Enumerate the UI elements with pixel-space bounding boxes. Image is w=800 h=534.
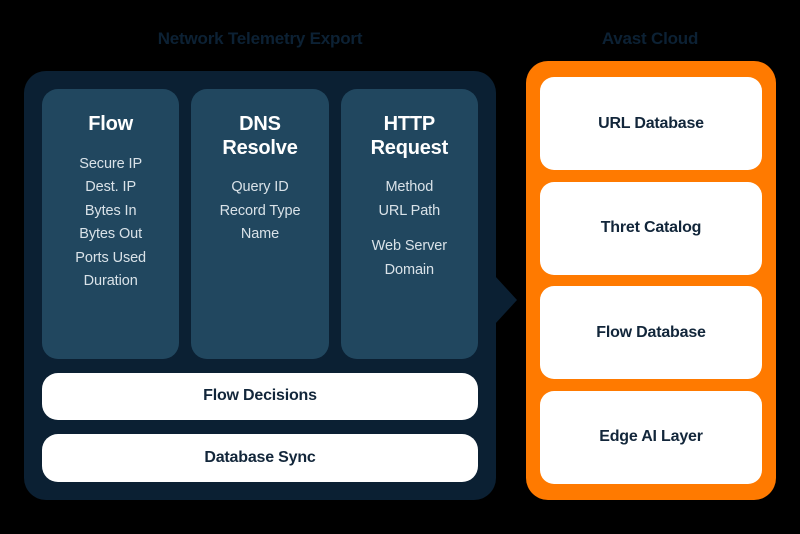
- telemetry-card-group: Flow Secure IP Dest. IP Bytes In Bytes O…: [42, 89, 478, 359]
- card-field: Secure IP: [79, 155, 143, 172]
- card-field: URL Path: [378, 202, 441, 219]
- card-field: Method: [385, 179, 434, 196]
- network-telemetry-export-panel: Flow Secure IP Dest. IP Bytes In Bytes O…: [24, 71, 496, 500]
- card-field: Bytes In: [84, 202, 137, 219]
- telemetry-card-dns-resolve[interactable]: DNS Resolve Query ID Record Type Name: [191, 89, 329, 359]
- card-field: Web Server Domain: [371, 238, 447, 278]
- card-title: Flow: [88, 113, 134, 135]
- card-title: DNS Resolve: [222, 113, 298, 159]
- action-bar-flow-decisions[interactable]: Flow Decisions: [42, 372, 478, 421]
- card-field: Query ID: [231, 179, 289, 196]
- card-field: Dest. IP: [85, 179, 137, 196]
- telemetry-card-http-request[interactable]: HTTP Request Method URL Path Web Server …: [340, 89, 478, 359]
- action-bar-database-sync[interactable]: Database Sync: [42, 434, 478, 482]
- card-field: Name: [240, 226, 280, 243]
- flow-arrow-icon: [495, 276, 517, 324]
- card-field: Ports Used: [75, 249, 147, 266]
- telemetry-card-flow[interactable]: Flow Secure IP Dest. IP Bytes In Bytes O…: [42, 89, 180, 359]
- asset-card-thret-catalog[interactable]: Thret Catalog: [540, 181, 762, 275]
- card-field: Bytes Out: [79, 226, 143, 243]
- page-title-avast-cloud: Avast Cloud: [601, 29, 699, 48]
- card-title: HTTP Request: [370, 113, 449, 159]
- avast-cloud-panel: URL Database Thret Catalog Flow Database…: [526, 61, 776, 500]
- card-field: Record Type: [219, 202, 301, 219]
- page-title-network-telemetry-export: Network Telemetry Export: [157, 29, 363, 48]
- asset-card-edge-ai-layer[interactable]: Edge AI Layer: [540, 390, 762, 484]
- asset-card-flow-database[interactable]: Flow Database: [540, 286, 762, 380]
- asset-card-url-database[interactable]: URL Database: [540, 77, 762, 170]
- card-field: Duration: [83, 273, 138, 290]
